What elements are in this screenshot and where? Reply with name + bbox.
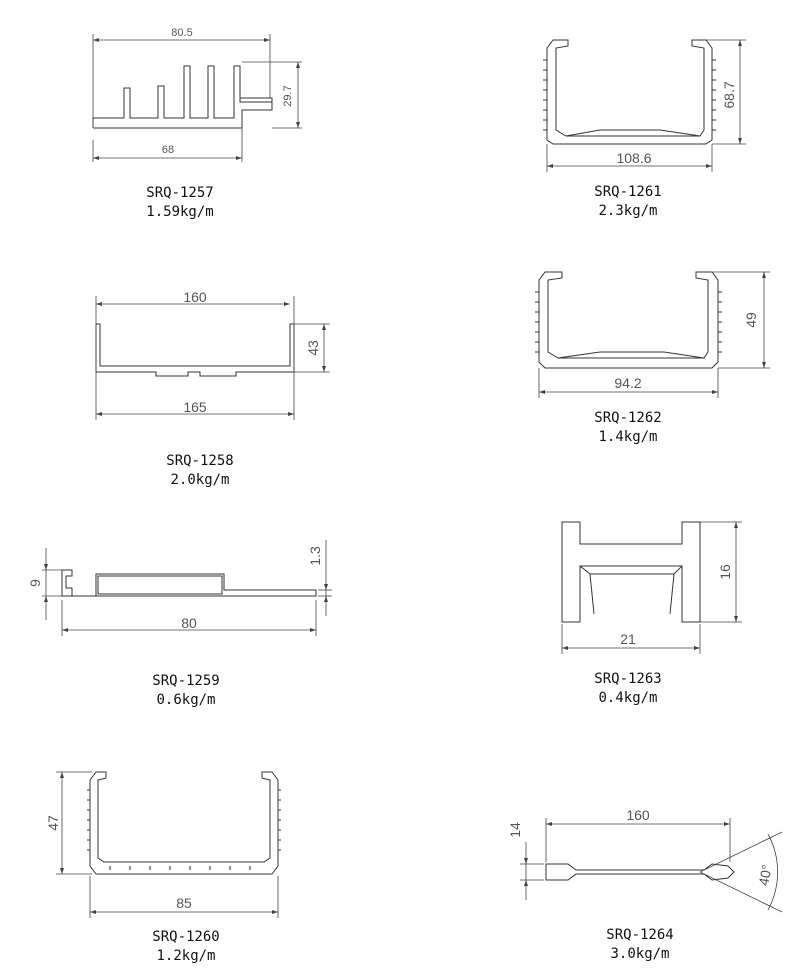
profile-code: SRQ-1259 bbox=[152, 673, 220, 689]
profile-code: SRQ-1264 bbox=[606, 927, 674, 943]
dimension-label: 40° bbox=[755, 863, 774, 887]
profile-code: SRQ-1261 bbox=[594, 184, 662, 200]
dimension-label: 160 bbox=[183, 289, 207, 305]
dimension-label: 43 bbox=[305, 340, 321, 356]
profile-caption-srq-1259: SRQ-1259 0.6kg/m bbox=[86, 672, 286, 710]
profile-weight: 1.59kg/m bbox=[146, 204, 214, 220]
profile-caption-srq-1260: SRQ-1260 1.2kg/m bbox=[86, 928, 286, 966]
dimension-label: 47 bbox=[45, 815, 61, 831]
profile-drawing-srq-1263: 21 16 bbox=[561, 521, 742, 654]
profile-caption-srq-1257: SRQ-1257 1.59kg/m bbox=[80, 184, 280, 222]
dimension-label: 160 bbox=[626, 807, 650, 823]
profile-drawing-srq-1262: 94.2 49 bbox=[535, 271, 770, 398]
profile-caption-srq-1258: SRQ-1258 2.0kg/m bbox=[100, 452, 300, 490]
profile-caption-srq-1261: SRQ-1261 2.3kg/m bbox=[528, 183, 728, 221]
profile-weight: 0.4kg/m bbox=[598, 690, 658, 706]
profile-caption-srq-1263: SRQ-1263 0.4kg/m bbox=[528, 670, 728, 708]
profile-drawing-srq-1259: 9 1.3 80 bbox=[27, 540, 332, 636]
profile-caption-srq-1264: SRQ-1264 3.0kg/m bbox=[540, 926, 740, 964]
dimension-label: 9 bbox=[27, 579, 43, 587]
profile-weight: 1.2kg/m bbox=[156, 948, 216, 964]
dimension-label: 14 bbox=[507, 822, 523, 838]
profile-code: SRQ-1262 bbox=[594, 410, 662, 426]
dimension-label: 68 bbox=[162, 144, 174, 156]
profile-weight: 2.3kg/m bbox=[598, 203, 658, 219]
profile-drawing-srq-1264: 160 14 40° bbox=[507, 807, 783, 913]
dimension-label: 80.5 bbox=[171, 27, 192, 39]
dimension-label: 80 bbox=[181, 615, 197, 631]
profile-drawing-srq-1257: 80.5 29.7 68 bbox=[92, 27, 302, 162]
profile-drawing-srq-1258: 160 43 165 bbox=[95, 289, 330, 420]
dimension-label: 29.7 bbox=[282, 85, 294, 106]
profile-drawing-srq-1260: 47 85 bbox=[45, 771, 281, 918]
profile-caption-srq-1262: SRQ-1262 1.4kg/m bbox=[528, 409, 728, 447]
dimension-label: 108.6 bbox=[616, 150, 651, 166]
profile-code: SRQ-1258 bbox=[166, 453, 234, 469]
profile-weight: 1.4kg/m bbox=[598, 429, 658, 445]
dimension-label: 21 bbox=[620, 631, 636, 647]
dimension-label: 16 bbox=[717, 564, 733, 580]
dimension-label: 165 bbox=[183, 399, 207, 415]
dimension-label: 85 bbox=[176, 895, 192, 911]
dimension-label: 1.3 bbox=[307, 546, 323, 566]
profile-code: SRQ-1260 bbox=[152, 929, 220, 945]
profile-code: SRQ-1257 bbox=[146, 185, 214, 201]
profile-weight: 3.0kg/m bbox=[610, 946, 670, 962]
profile-code: SRQ-1263 bbox=[594, 671, 662, 687]
profile-drawing-srq-1261: 108.6 68.7 bbox=[543, 39, 746, 172]
dimension-label: 94.2 bbox=[614, 375, 641, 391]
dimension-label: 49 bbox=[743, 312, 759, 328]
profile-weight: 2.0kg/m bbox=[170, 472, 230, 488]
dimension-label: 68.7 bbox=[721, 81, 737, 108]
profile-weight: 0.6kg/m bbox=[156, 692, 216, 708]
